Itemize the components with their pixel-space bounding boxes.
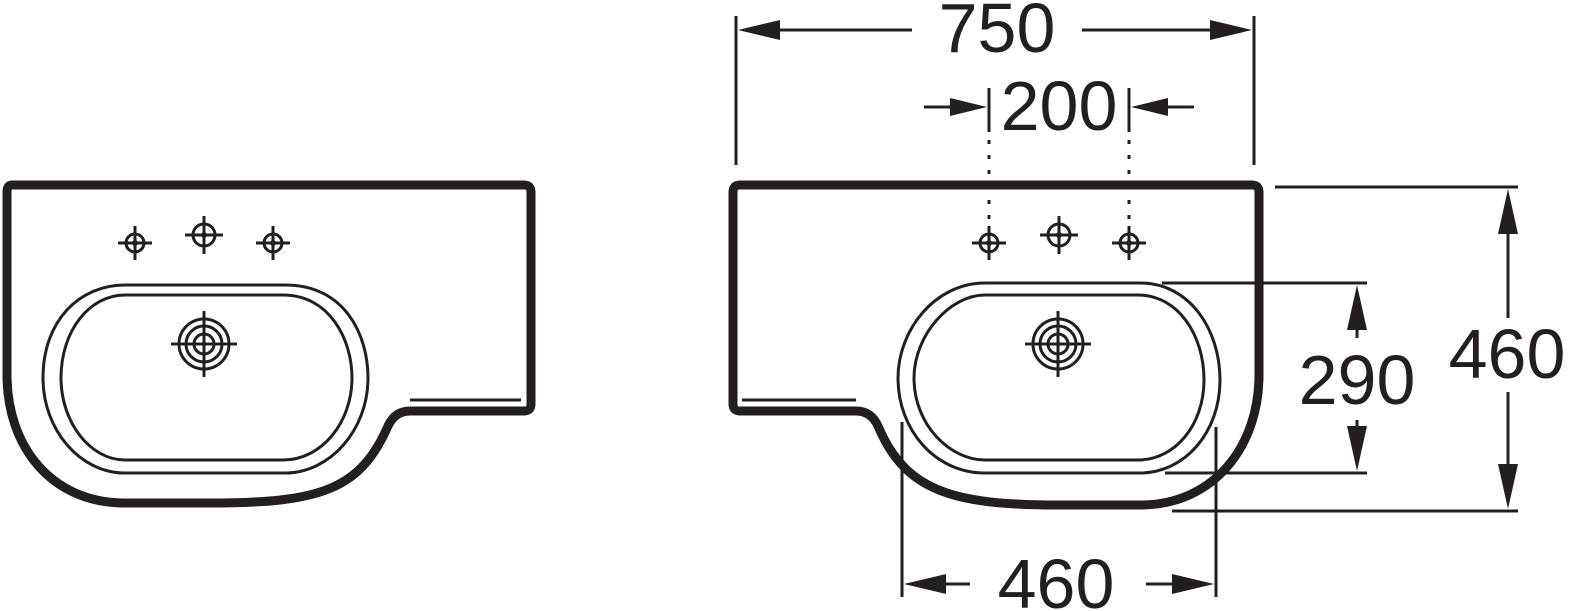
dimension-label-290: 290 [1299, 341, 1416, 419]
right-drain-icon [1025, 311, 1091, 377]
left-tap-hole-left [118, 226, 152, 260]
dimension-tap-spacing: 200 [924, 67, 1194, 222]
right-tap-hole-center [1040, 216, 1078, 254]
left-basin-outline [2, 180, 536, 508]
dimension-overall-depth: 460 [1172, 185, 1566, 513]
dimension-label-750: 750 [939, 0, 1056, 67]
dimension-label-460-width: 460 [998, 545, 1115, 611]
right-basin-outline [728, 180, 1264, 510]
right-basin-view [728, 180, 1264, 510]
dimension-label-460-depth: 460 [1449, 315, 1566, 393]
dimension-bowl-width: 460 [900, 422, 1218, 611]
left-bowl-inner-rim [59, 293, 354, 462]
left-basin-view [2, 180, 536, 508]
dimension-label-200: 200 [1001, 67, 1118, 145]
dimension-overall-width: 750 [734, 0, 1256, 165]
dimension-bowl-depth: 290 [1162, 281, 1416, 475]
left-tap-hole-right [256, 226, 290, 260]
right-bowl-outer-rim [896, 281, 1222, 475]
left-tap-hole-center [185, 216, 223, 254]
right-tap-hole-left [972, 226, 1006, 260]
right-bowl-inner-rim [912, 293, 1206, 462]
left-bowl-outer-rim [41, 283, 370, 475]
left-drain-icon [171, 311, 237, 377]
right-tap-hole-right [1112, 226, 1146, 260]
